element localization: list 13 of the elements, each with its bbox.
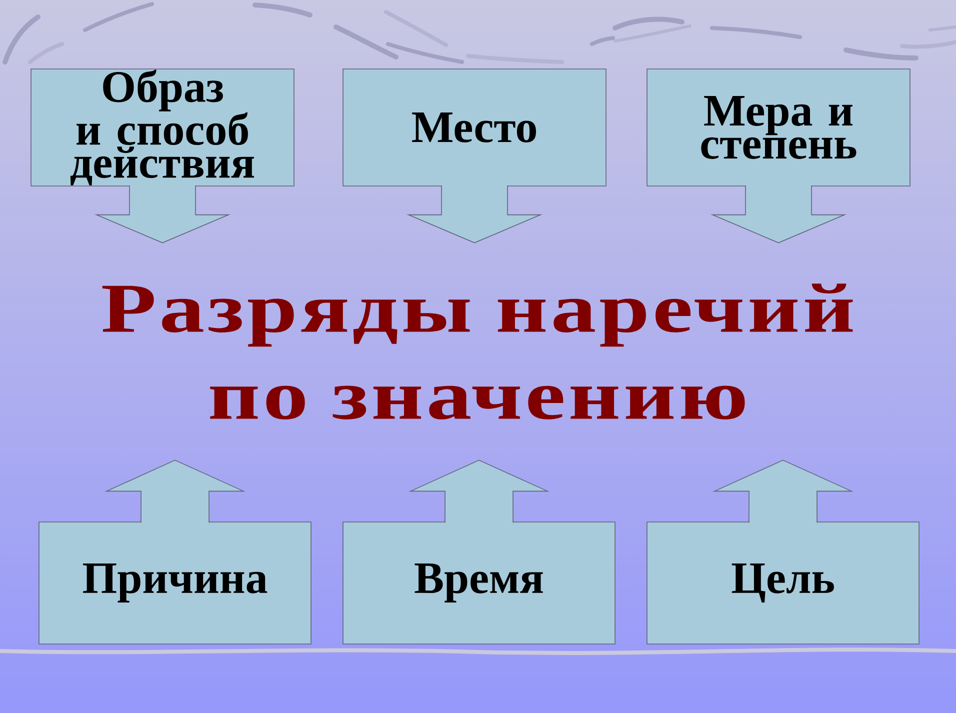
block-arrow [710,185,846,244]
category-box: Мера и степень [646,68,910,186]
block-arrow [406,185,542,244]
category-box: Место [342,68,606,186]
block-arrow [712,460,854,523]
category-box: Образ и способ действия [30,68,294,186]
block-arrow [408,460,550,523]
category-box: Причина [38,522,312,644]
block-arrow [104,460,246,523]
heading-text: Разряды наречий по значению [102,284,853,420]
category-box: Цель [646,522,920,644]
category-box: Время [342,522,616,644]
block-arrow [94,185,230,244]
